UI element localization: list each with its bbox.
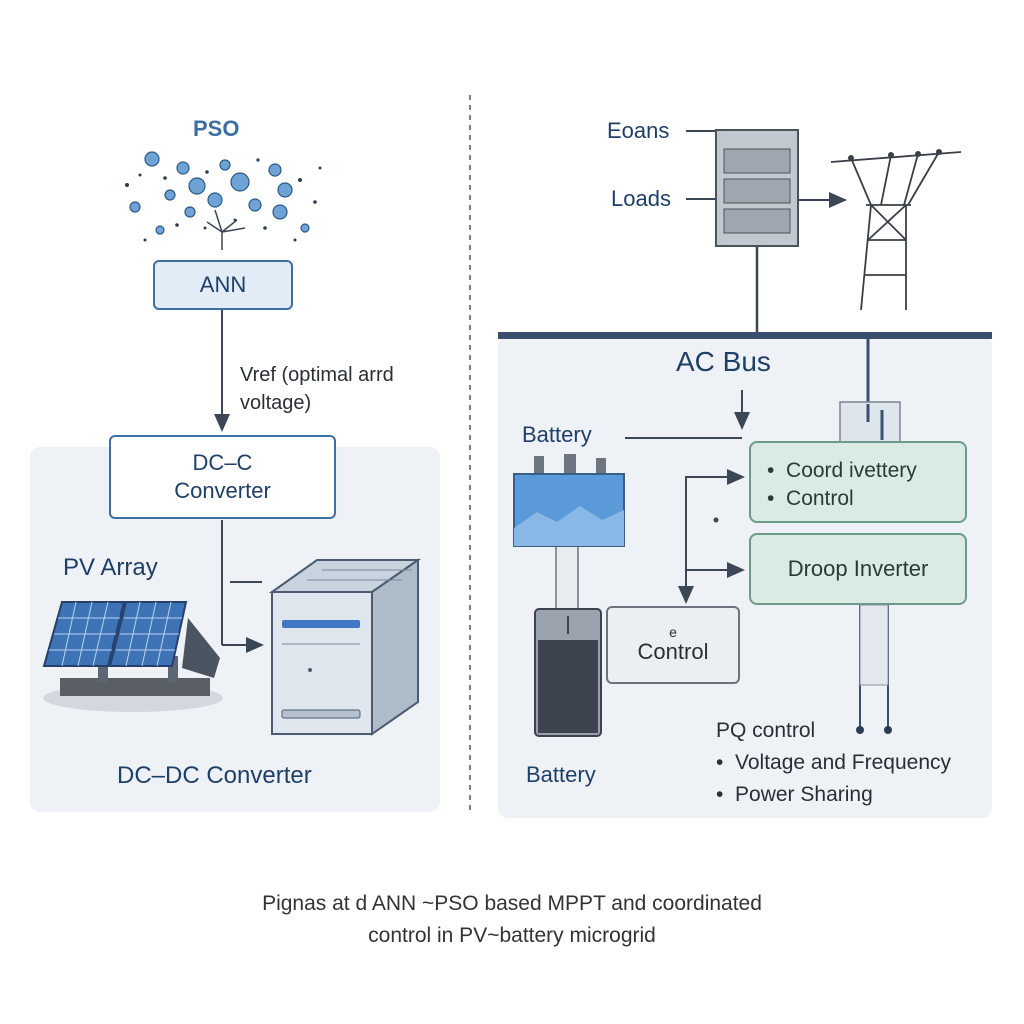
pq-item-2: • Power Sharing xyxy=(716,783,873,807)
pq-item-2-text: Power Sharing xyxy=(735,783,873,806)
junction-dot xyxy=(713,517,719,523)
transmission-tower-icon xyxy=(830,149,962,311)
battery-stem xyxy=(555,544,579,616)
coord-item-1-text: Coord ivettery xyxy=(786,459,917,482)
terminal-2 xyxy=(884,726,892,734)
terminal-1 xyxy=(856,726,864,734)
pv-array-label: PV Array xyxy=(63,554,158,581)
control-box: e Control xyxy=(606,606,740,684)
caption-line-1: Pignas at d ANN ~PSO based MPPT and coor… xyxy=(262,892,762,915)
pq-bullet-1: • xyxy=(716,751,736,774)
ann-box: ANN xyxy=(153,260,293,310)
converter-cabinet-icon xyxy=(268,558,422,736)
coord-item-2-text: Control xyxy=(786,487,854,510)
control-label: Control xyxy=(637,639,709,664)
dc-converter-box: DC–C Converter xyxy=(109,435,336,519)
pq-control-title: PQ control xyxy=(716,719,816,742)
coordinated-control-box: • Coord ivettery • Control xyxy=(749,441,967,523)
solar-panel-icon xyxy=(42,601,223,712)
dc-box-line2: Converter xyxy=(174,478,271,503)
control-loop-line xyxy=(685,469,745,598)
droop-inverter-box: Droop Inverter xyxy=(749,533,967,605)
pq-item-1-text: Voltage and Frequency xyxy=(735,751,952,774)
ac-bus-bar xyxy=(498,332,992,339)
pq-item-1: • Voltage and Frequency xyxy=(716,751,951,775)
inverter-column xyxy=(839,401,901,445)
pq-bullet-2: • xyxy=(716,783,736,806)
droop-inverter-label: Droop Inverter xyxy=(787,556,929,581)
caption-line-2: control in PV~battery microgrid xyxy=(368,924,656,947)
bullet-2: • xyxy=(767,487,787,510)
load-cabinet-icon xyxy=(715,129,799,247)
bullet-1: • xyxy=(767,459,787,482)
vref-label-line1: Vref (optimal arrd xyxy=(240,364,394,386)
coord-item-2: • Control xyxy=(767,485,965,513)
ac-bus-label: AC Bus xyxy=(676,346,771,377)
pso-particle-cloud-icon xyxy=(125,151,322,250)
battery-tank-icon xyxy=(513,454,625,547)
dc-box-line1: DC–C xyxy=(192,450,253,475)
column-lower xyxy=(859,604,889,686)
battery-bottom-label: Battery xyxy=(526,762,596,787)
loads-label: Loads xyxy=(611,186,671,211)
control-marker: e xyxy=(669,624,677,640)
eoans-label: Eoans xyxy=(607,118,670,143)
pso-label: PSO xyxy=(193,116,240,141)
battery-top-label: Battery xyxy=(522,422,592,447)
vref-label-line2: voltage) xyxy=(240,392,312,414)
dcdc-converter-label: DC–DC Converter xyxy=(117,762,312,789)
coord-item-1: • Coord ivettery xyxy=(767,457,965,485)
battery-cell-icon xyxy=(534,608,602,737)
ann-label: ANN xyxy=(199,272,247,297)
